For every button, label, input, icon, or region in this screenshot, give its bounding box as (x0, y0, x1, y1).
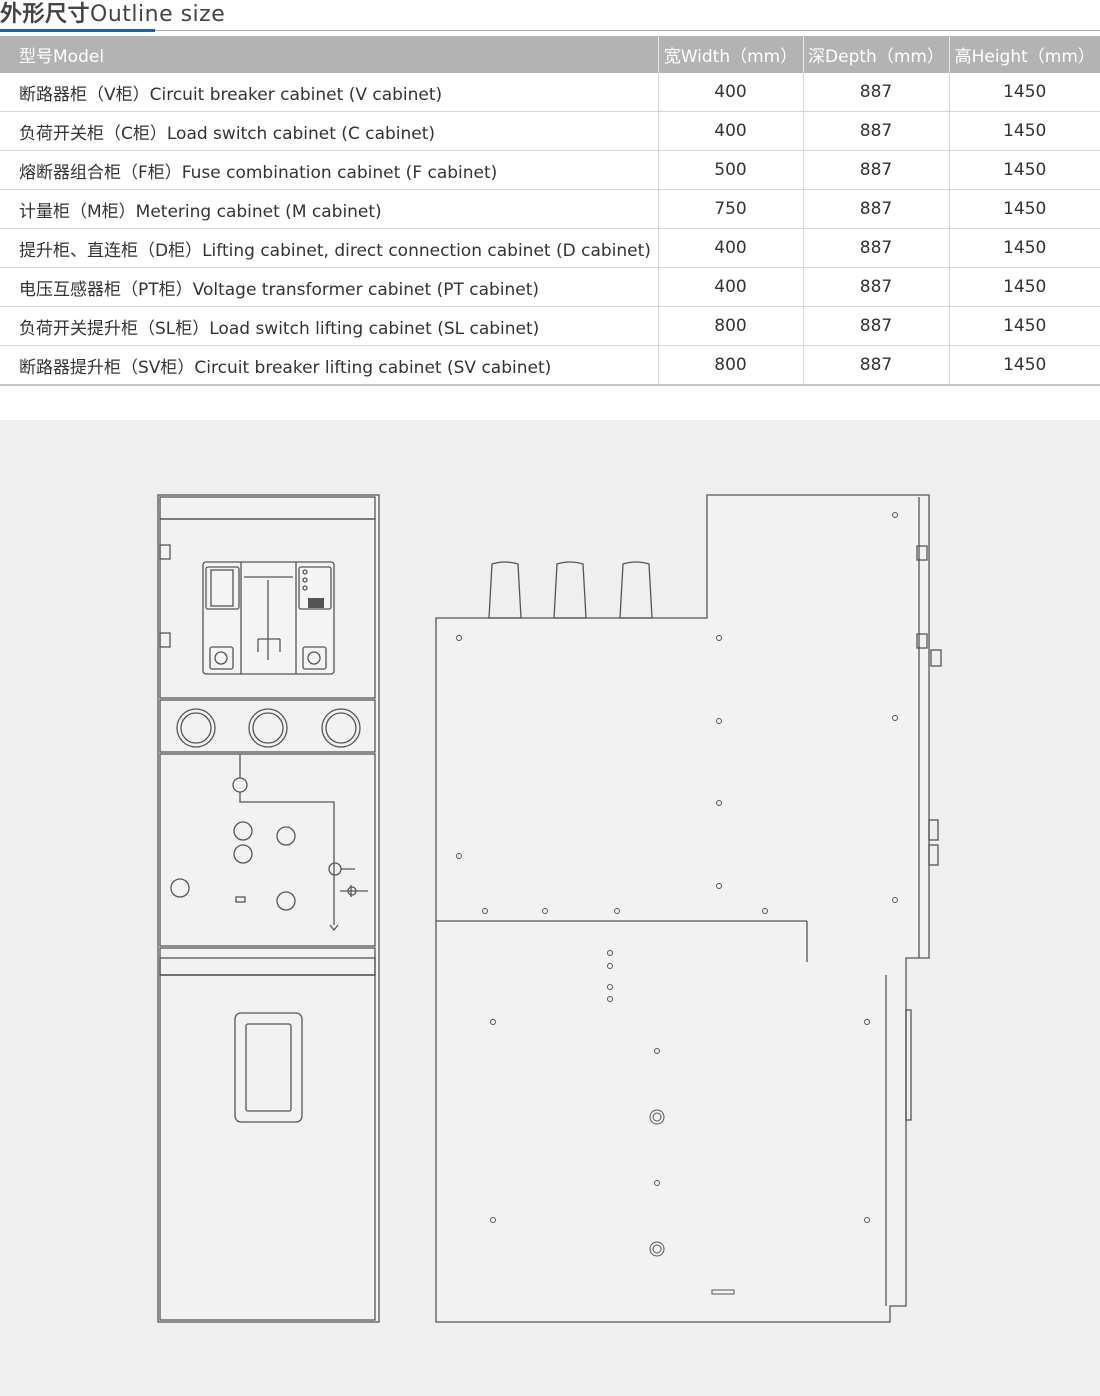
cell-depth: 887 (803, 150, 950, 190)
title-accent-bar (0, 29, 155, 32)
cell-width: 800 (658, 306, 804, 346)
cell-height: 1450 (949, 228, 1100, 268)
cell-depth: 887 (803, 73, 950, 112)
cell-model: 提升柜、直连柜（D柜）Lifting cabinet, direct conne… (0, 228, 659, 268)
cell-depth: 887 (803, 267, 950, 307)
table-header-row: 型号Model 宽Width（mm） 深Depth（mm） 高Height（mm… (0, 36, 1100, 73)
cell-model: 负荷开关提升柜（SL柜）Load switch lifting cabinet … (0, 306, 659, 346)
cell-height: 1450 (949, 73, 1100, 112)
cell-height: 1450 (949, 111, 1100, 151)
cell-width: 400 (658, 73, 804, 112)
cell-width: 400 (658, 267, 804, 307)
cell-height: 1450 (949, 189, 1100, 229)
title-divider (0, 30, 1100, 31)
table-row: 负荷开关柜（C柜）Load switch cabinet (C cabinet)… (0, 111, 1100, 151)
cell-depth: 887 (803, 228, 950, 268)
cell-model: 电压互感器柜（PT柜）Voltage transformer cabinet (… (0, 267, 659, 307)
cell-height: 1450 (949, 345, 1100, 386)
cell-model: 熔断器组合柜（F柜）Fuse combination cabinet (F ca… (0, 150, 659, 190)
table-row: 提升柜、直连柜（D柜）Lifting cabinet, direct conne… (0, 228, 1100, 268)
header-model: 型号Model (0, 36, 659, 73)
table-row: 负荷开关提升柜（SL柜）Load switch lifting cabinet … (0, 306, 1100, 346)
cell-model: 断路器提升柜（SV柜）Circuit breaker lifting cabin… (0, 345, 659, 386)
header-width: 宽Width（mm） (658, 36, 804, 73)
cell-width: 400 (658, 111, 804, 151)
table-row: 电压互感器柜（PT柜）Voltage transformer cabinet (… (0, 267, 1100, 307)
cell-model: 负荷开关柜（C柜）Load switch cabinet (C cabinet) (0, 111, 659, 151)
cell-width: 500 (658, 150, 804, 190)
cell-width: 800 (658, 345, 804, 386)
side-view-drawing (435, 494, 942, 1323)
cabinet-drawings (0, 420, 1100, 1396)
section-title-zh: 外形尺寸 (0, 2, 91, 27)
outline-size-table: 型号Model 宽Width（mm） 深Depth（mm） 高Height（mm… (0, 36, 1100, 386)
cell-depth: 887 (803, 306, 950, 346)
cell-depth: 887 (803, 189, 950, 229)
table-row: 断路器提升柜（SV柜）Circuit breaker lifting cabin… (0, 345, 1100, 386)
cell-depth: 887 (803, 111, 950, 151)
cell-width: 750 (658, 189, 804, 229)
cell-width: 400 (658, 228, 804, 268)
header-height: 高Height（mm） (949, 36, 1100, 73)
cell-height: 1450 (949, 267, 1100, 307)
cell-height: 1450 (949, 306, 1100, 346)
section-title: 外形尺寸Outline size (0, 0, 225, 28)
table-row: 断路器柜（V柜）Circuit breaker cabinet (V cabin… (0, 73, 1100, 112)
cell-depth: 887 (803, 345, 950, 386)
table-row: 熔断器组合柜（F柜）Fuse combination cabinet (F ca… (0, 150, 1100, 190)
cell-model: 断路器柜（V柜）Circuit breaker cabinet (V cabin… (0, 73, 659, 112)
cell-height: 1450 (949, 150, 1100, 190)
front-view-drawing (157, 494, 380, 1323)
section-title-en: Outline size (90, 2, 226, 27)
cell-model: 计量柜（M柜）Metering cabinet (M cabinet) (0, 189, 659, 229)
header-depth: 深Depth（mm） (803, 36, 950, 73)
